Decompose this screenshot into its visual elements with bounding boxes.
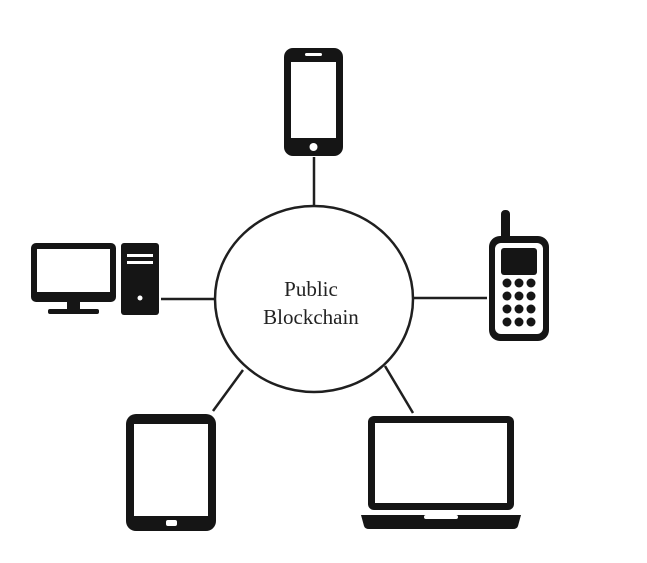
- tablet-icon: [126, 414, 216, 531]
- public-blockchain-hub: Public Blockchain: [213, 204, 415, 394]
- connector-laptop: [383, 365, 415, 414]
- smartphone-icon: [284, 48, 343, 156]
- connector-lines: [161, 157, 487, 414]
- feature-phone-icon: [489, 210, 549, 341]
- connector-tablet: [211, 369, 245, 412]
- desktop-computer-icon: [31, 243, 159, 315]
- hub-circle: [213, 204, 415, 394]
- hub-label-line2: Blockchain: [263, 305, 359, 329]
- hub-label-line1: Public: [284, 277, 338, 301]
- laptop-icon: [361, 416, 521, 529]
